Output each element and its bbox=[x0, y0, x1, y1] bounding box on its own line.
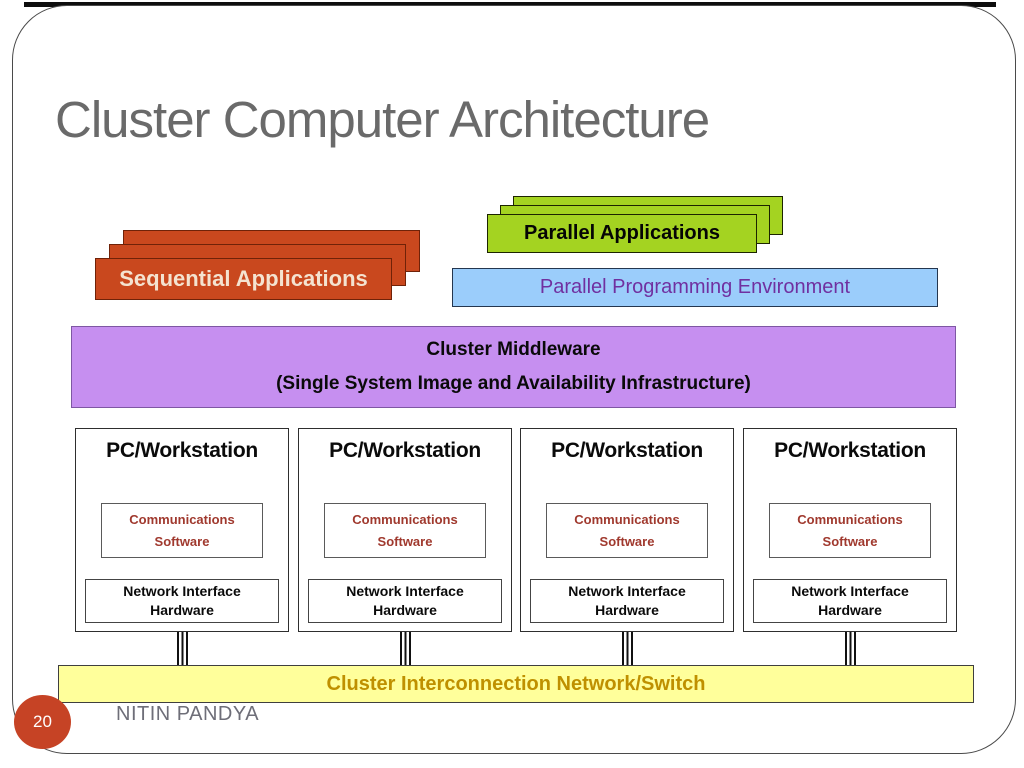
cluster-middleware-box: Cluster Middleware (Single System Image … bbox=[71, 326, 956, 408]
nih-label-line1: Network Interface bbox=[123, 583, 241, 600]
cluster-middleware-sublabel: (Single System Image and Availability In… bbox=[276, 373, 751, 394]
node-2-connector-lines bbox=[400, 632, 411, 666]
parallel-programming-environment-label: Parallel Programming Environment bbox=[539, 276, 851, 298]
comms-label-line2: Software bbox=[377, 534, 433, 549]
sequential-stack-layer-front: Sequential Applications bbox=[95, 258, 392, 300]
node-title: PC/Workstation bbox=[106, 439, 258, 462]
network-interface-hardware-box: Network Interface Hardware bbox=[85, 579, 279, 623]
node-3-connector-lines bbox=[622, 632, 633, 666]
comms-label-line1: Communications bbox=[574, 512, 680, 527]
slide-top-edge bbox=[24, 2, 996, 7]
node-title: PC/Workstation bbox=[551, 439, 703, 462]
node-1-connector-lines bbox=[177, 632, 188, 666]
network-interface-hardware-box: Network Interface Hardware bbox=[308, 579, 502, 623]
pc-workstation-node-3: PC/Workstation Communications Software N… bbox=[520, 428, 734, 632]
communications-software-box: Communications Software bbox=[546, 503, 708, 558]
slide-title: Cluster Computer Architecture bbox=[55, 91, 710, 148]
nih-label-line2: Hardware bbox=[595, 602, 659, 618]
pc-workstation-node-4: PC/Workstation Communications Software N… bbox=[743, 428, 957, 632]
nih-label-line1: Network Interface bbox=[346, 583, 464, 600]
pc-workstation-node-1: PC/Workstation Communications Software N… bbox=[75, 428, 289, 632]
comms-label-line1: Communications bbox=[352, 512, 458, 527]
author-name: NITIN PANDYA bbox=[116, 703, 260, 725]
parallel-programming-environment-box: Parallel Programming Environment bbox=[452, 268, 938, 307]
cluster-middleware-label: Cluster Middleware bbox=[426, 339, 601, 360]
cluster-interconnection-bar: Cluster Interconnection Network/Switch bbox=[58, 665, 974, 703]
communications-software-box: Communications Software bbox=[324, 503, 486, 558]
communications-software-box: Communications Software bbox=[101, 503, 263, 558]
nih-label-line2: Hardware bbox=[373, 602, 437, 618]
comms-label-line1: Communications bbox=[129, 512, 235, 527]
node-4-connector-lines bbox=[845, 632, 856, 666]
nih-label-line2: Hardware bbox=[150, 602, 214, 618]
page-number-badge: 20 bbox=[14, 695, 71, 749]
node-title: PC/Workstation bbox=[774, 439, 926, 462]
network-interface-hardware-box: Network Interface Hardware bbox=[753, 579, 947, 623]
parallel-applications-label: Parallel Applications bbox=[524, 222, 720, 244]
sequential-applications-label: Sequential Applications bbox=[119, 266, 368, 291]
comms-label-line1: Communications bbox=[797, 512, 903, 527]
nih-label-line2: Hardware bbox=[818, 602, 882, 618]
comms-label-line2: Software bbox=[822, 534, 878, 549]
communications-software-box: Communications Software bbox=[769, 503, 931, 558]
page-number: 20 bbox=[33, 712, 52, 731]
nih-label-line1: Network Interface bbox=[568, 583, 686, 600]
comms-label-line2: Software bbox=[599, 534, 655, 549]
parallel-stack-layer-front: Parallel Applications bbox=[487, 214, 757, 253]
nih-label-line1: Network Interface bbox=[791, 583, 909, 600]
network-interface-hardware-box: Network Interface Hardware bbox=[530, 579, 724, 623]
pc-workstation-node-2: PC/Workstation Communications Software N… bbox=[298, 428, 512, 632]
comms-label-line2: Software bbox=[154, 534, 210, 549]
node-title: PC/Workstation bbox=[329, 439, 481, 462]
cluster-interconnection-label: Cluster Interconnection Network/Switch bbox=[326, 672, 706, 695]
